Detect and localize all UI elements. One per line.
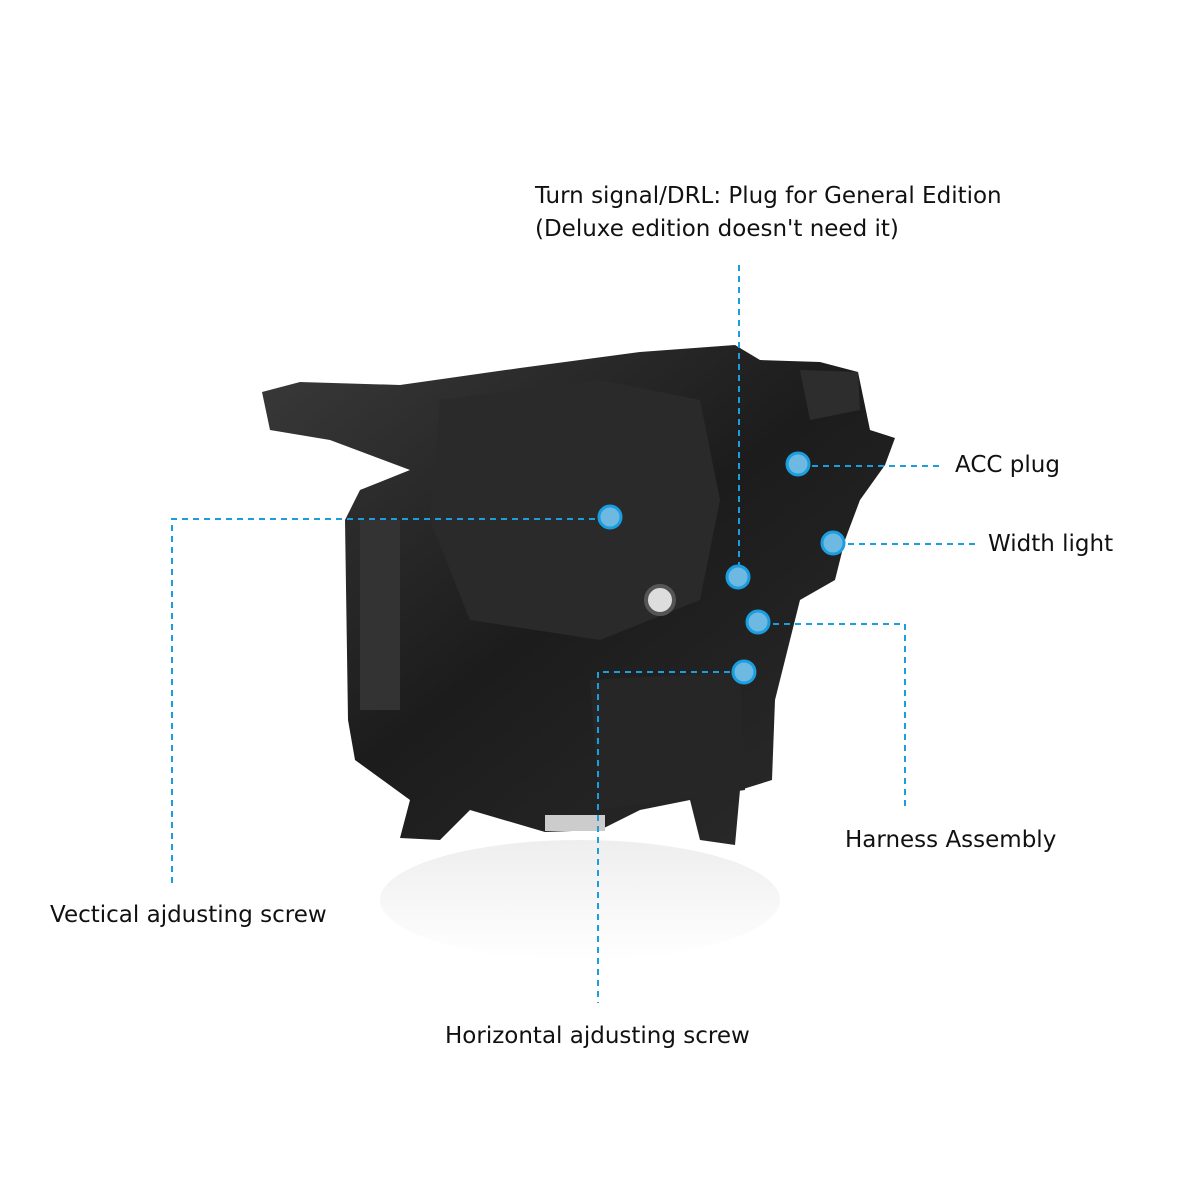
vertical-screw-leader: [171, 518, 595, 885]
horizontal-screw-dot: [731, 659, 757, 685]
width-light-dot: [820, 530, 846, 556]
side-bracket: [360, 520, 400, 710]
horizontal-screw-leader: [597, 671, 730, 1003]
reflection: [380, 840, 780, 960]
turn-signal-label-line2: (Deluxe edition doesn't need it): [535, 216, 899, 242]
turn-signal-label-line1: Turn signal/DRL: Plug for General Editio…: [535, 183, 1002, 209]
vertical-screw-dot: [597, 504, 623, 530]
width-light-label: Width light: [988, 531, 1114, 557]
housing-detail: [430, 380, 720, 640]
harness-label: Harness Assembly: [845, 827, 1057, 853]
callout-dots: [597, 451, 846, 685]
acc-plug-dot: [785, 451, 811, 477]
turn-signal-dot: [725, 564, 751, 590]
leader-lines: [171, 265, 978, 1003]
harness-dot: [745, 609, 771, 635]
harness-leader: [773, 623, 906, 810]
acc-plug-label: ACC plug: [955, 452, 1060, 478]
vertical-screw-label: Vectical ajdusting screw: [50, 902, 327, 928]
horizontal-screw-label: Horizontal ajdusting screw: [445, 1023, 750, 1049]
lens-edge: [545, 815, 605, 831]
bulb-socket: [644, 584, 676, 616]
housing-detail: [590, 672, 745, 810]
acc-connector: [800, 370, 860, 420]
